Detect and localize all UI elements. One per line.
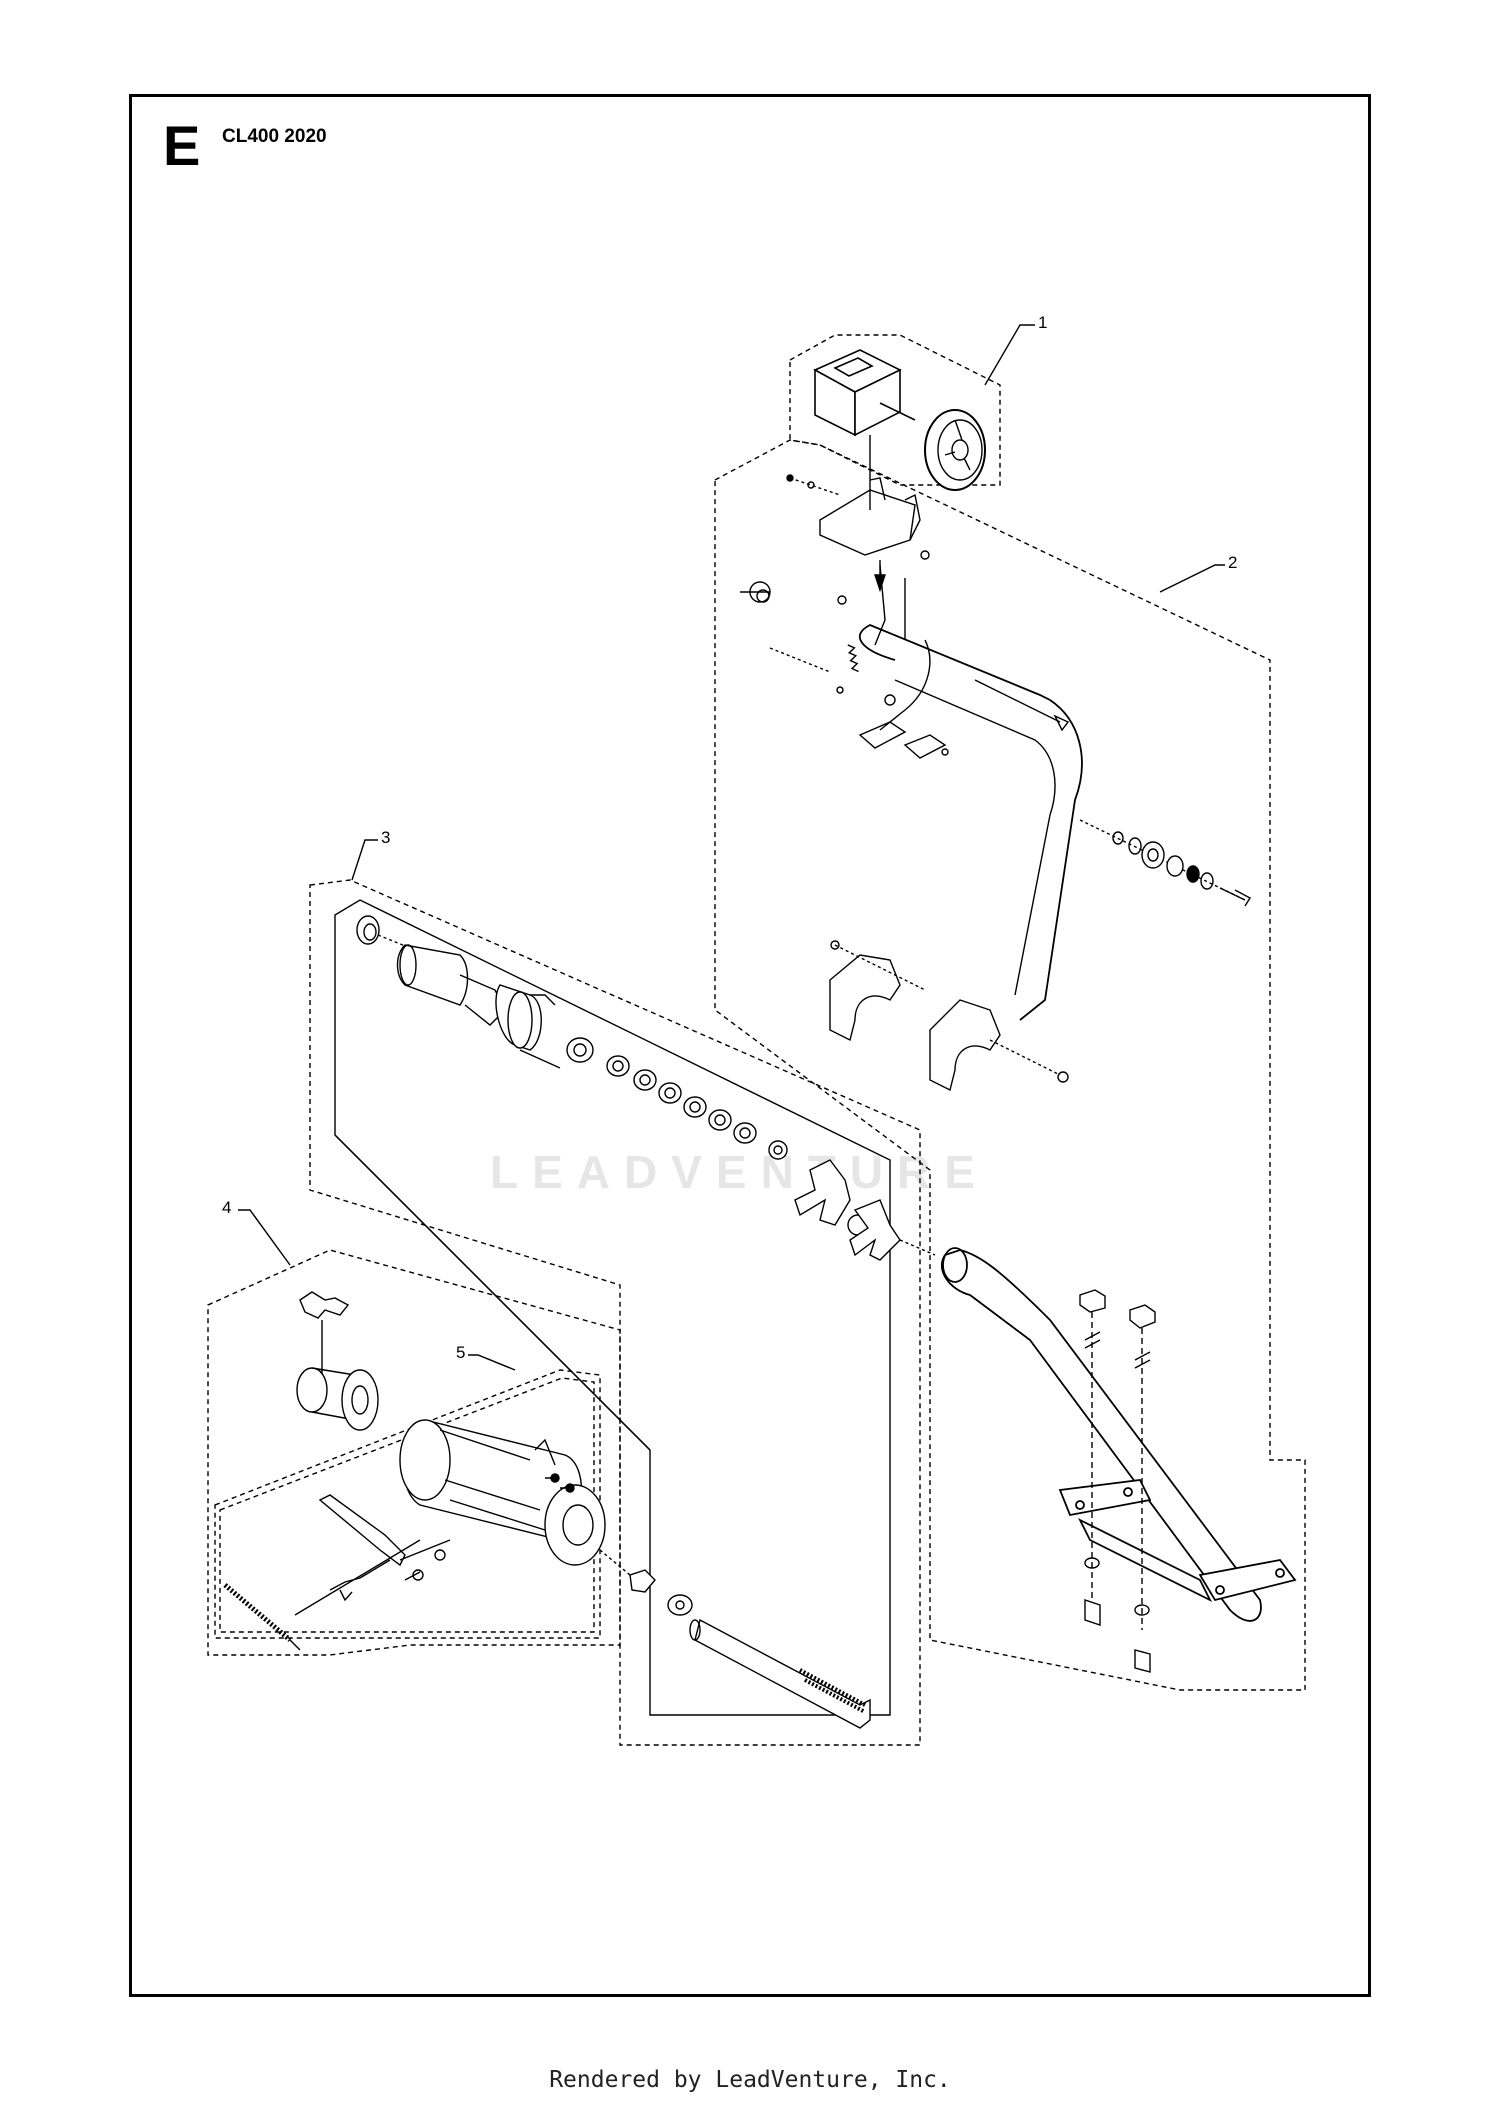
sensor-box	[815, 350, 915, 435]
leader-2	[1160, 565, 1225, 592]
group-2-boundary	[715, 440, 1305, 1690]
footer-credit: Rendered by LeadVenture, Inc.	[549, 2067, 951, 2093]
tee-knob-1	[795, 1160, 850, 1225]
watermark: LEADVENTURE	[490, 1146, 990, 1198]
long-bolt	[975, 680, 1060, 722]
tee-knob-2	[850, 1200, 900, 1260]
clamp-left	[830, 955, 900, 1040]
spool	[297, 1368, 378, 1430]
clamp-right	[930, 1000, 1000, 1090]
shaft-assembly	[357, 916, 560, 1068]
callout-1: 1	[1038, 313, 1048, 332]
wheel	[925, 410, 985, 490]
leader-4	[238, 1210, 290, 1265]
frame-bolts	[1080, 1290, 1155, 1672]
spring	[848, 644, 859, 673]
lever	[320, 1495, 405, 1565]
lower-frame	[942, 1248, 1295, 1621]
group-4-boundary	[208, 1250, 620, 1655]
axle-pin	[600, 1550, 870, 1728]
model-label: CL400 2020	[222, 126, 327, 147]
callout-5: 5	[456, 1343, 466, 1362]
diagram-frame	[129, 94, 1371, 1997]
section-letter: E	[163, 114, 201, 177]
callout-2: 2	[1228, 553, 1238, 572]
leader-3	[352, 840, 378, 880]
callout-4: 4	[222, 1198, 232, 1217]
leader-1	[985, 325, 1035, 385]
handle-tube	[860, 625, 1082, 1020]
reel-cylinder	[400, 1420, 605, 1565]
right-washers	[1080, 820, 1250, 906]
callout-3: 3	[381, 828, 391, 847]
group-1-boundary	[790, 335, 1000, 485]
group-3-boundary	[310, 880, 920, 1745]
spacer-stack	[567, 1038, 787, 1159]
wing-knob	[300, 1292, 348, 1375]
leader-5	[468, 1355, 515, 1370]
